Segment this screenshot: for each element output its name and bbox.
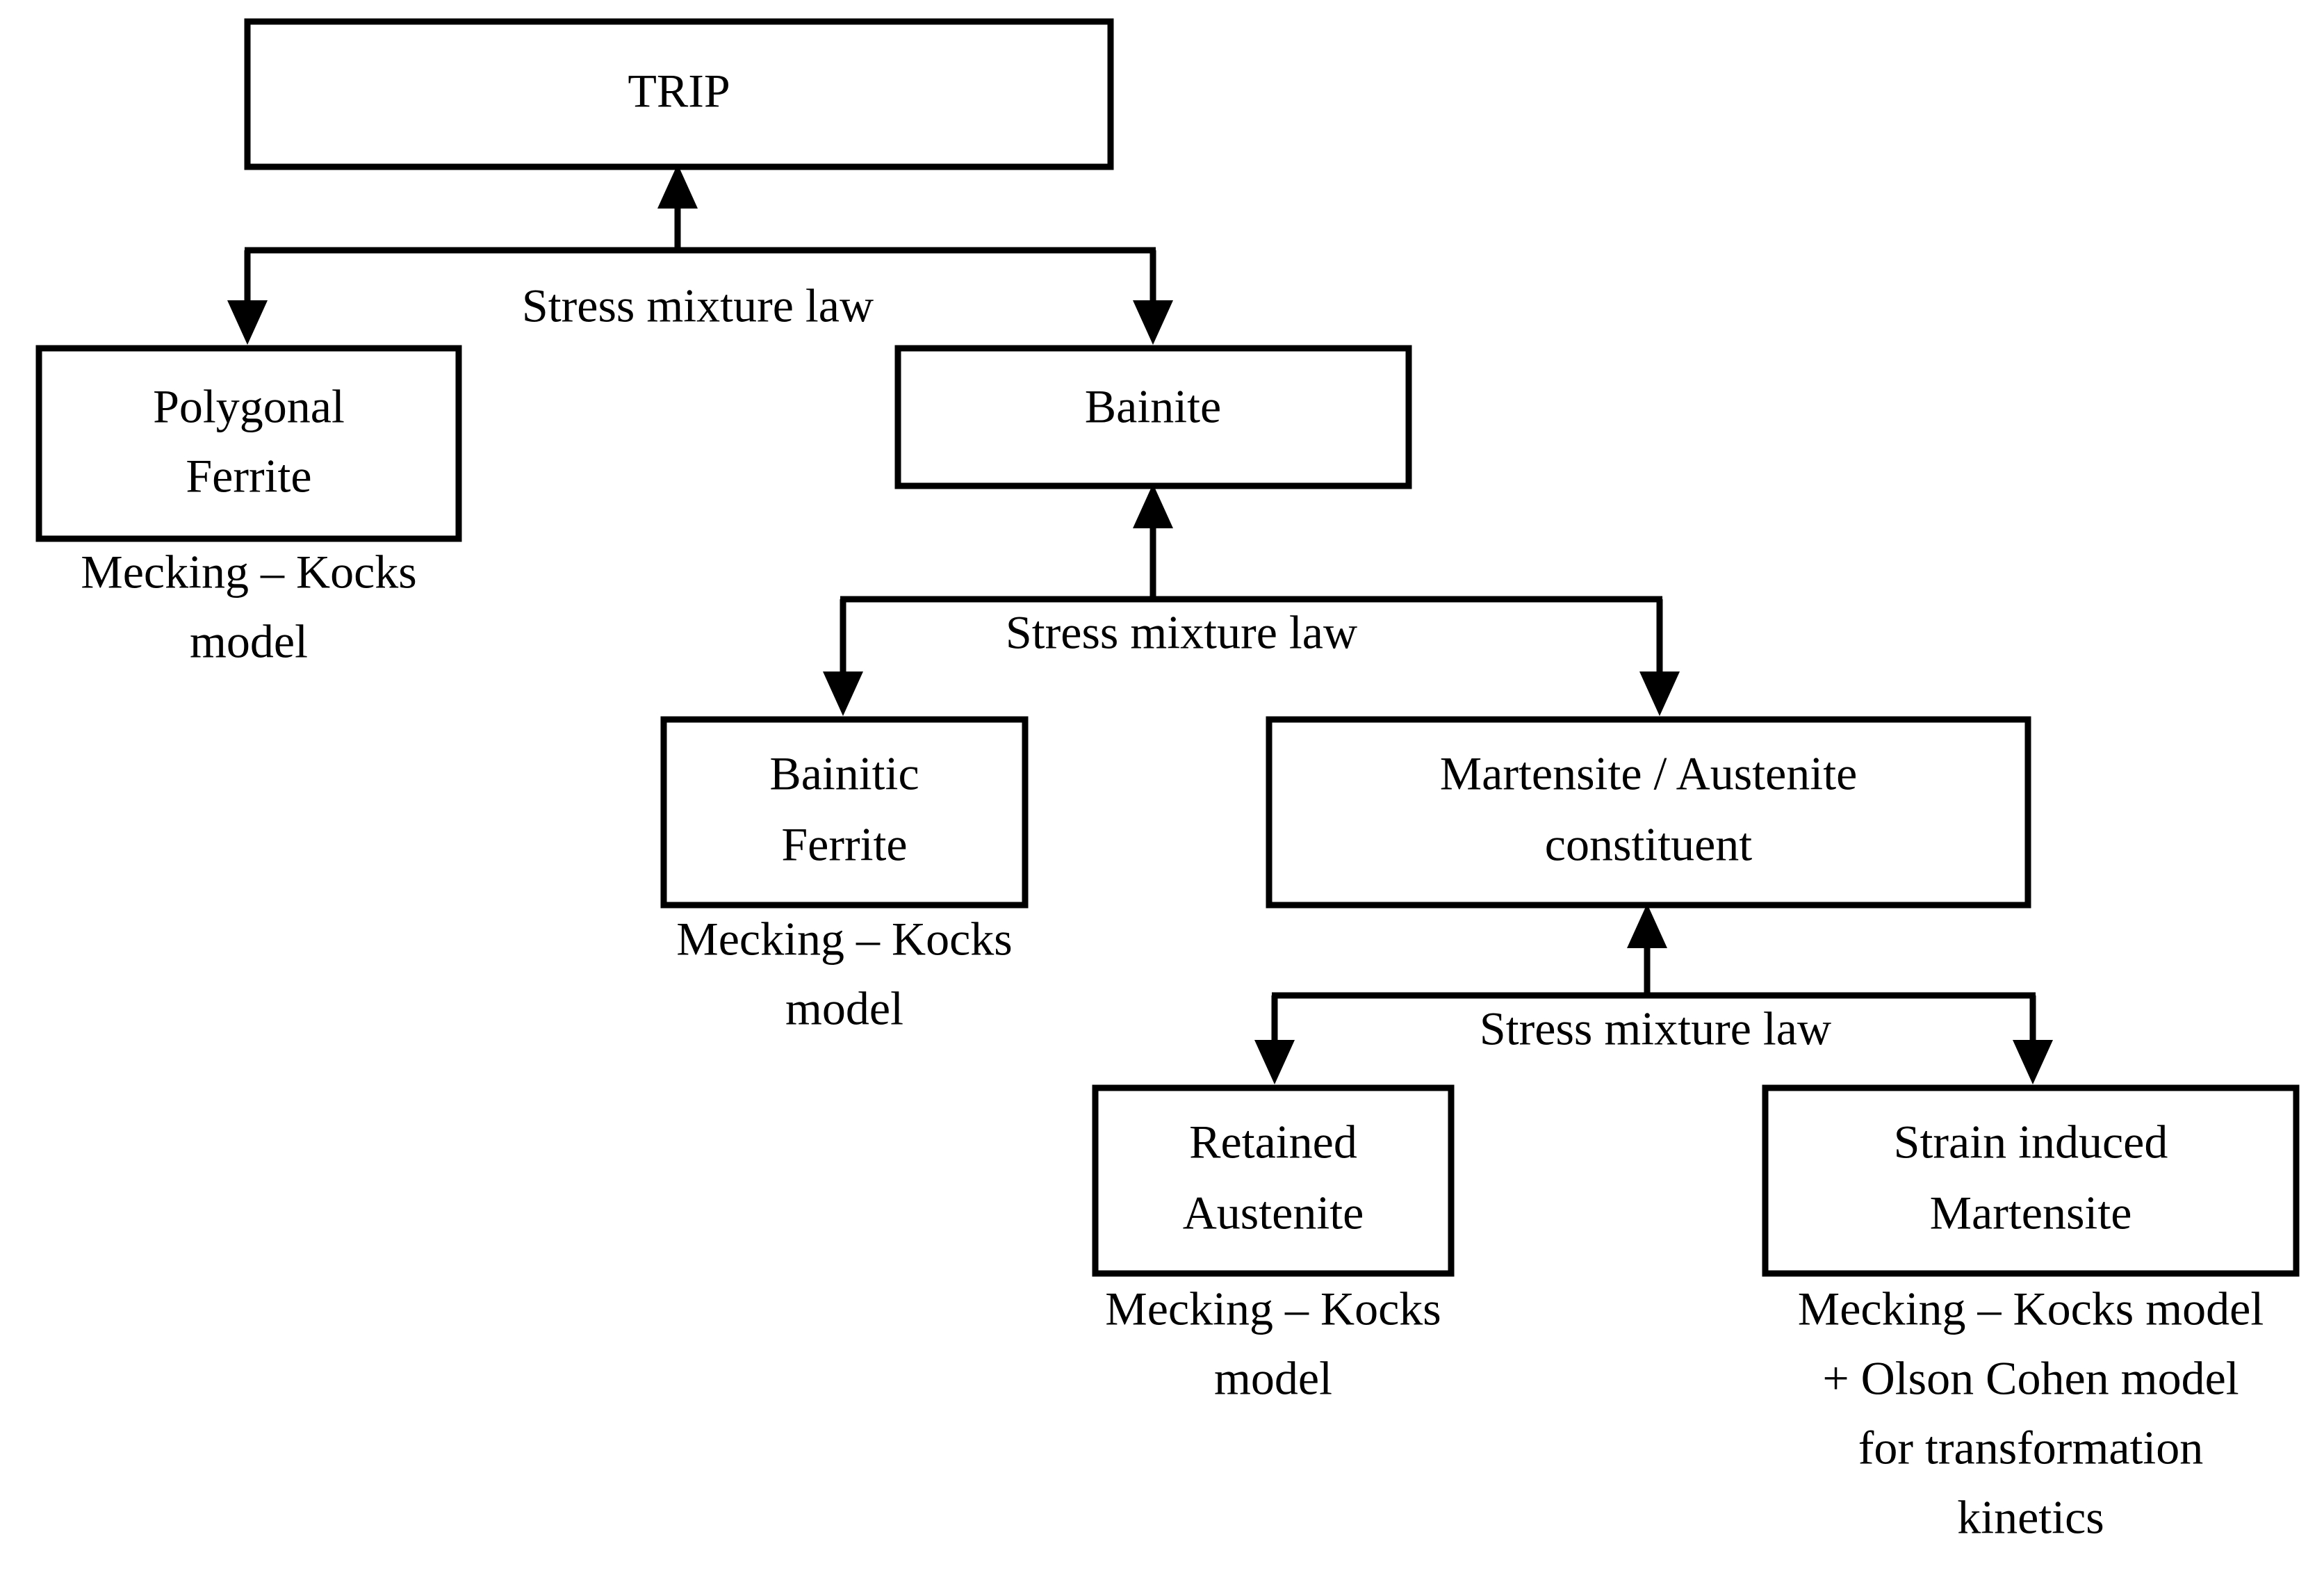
- edge-label-level-3: Stress mixture law: [1480, 1002, 1831, 1055]
- arrowhead-up-to-bainite: [1133, 484, 1173, 528]
- node-strain-induced-martensite-label-line-2: Martensite: [1930, 1187, 2132, 1239]
- note-retained-austenite-line-2: model: [1214, 1352, 1332, 1405]
- arrowhead-down-bainitic-ferrite: [823, 671, 863, 716]
- connector-group-level-1: [227, 164, 1173, 345]
- arrowhead-down-bainite: [1133, 300, 1173, 345]
- arrowhead-up-to-martensite-austenite: [1627, 904, 1667, 948]
- note-strain-induced-martensite-line-3: for transformation: [1858, 1422, 2204, 1474]
- node-bainitic-ferrite[interactable]: Bainitic Ferrite Mecking – Kocks model: [660, 716, 1029, 1035]
- node-strain-induced-martensite-label-line-1: Strain induced: [1894, 1116, 2168, 1169]
- note-strain-induced-martensite-line-2: + Olson Cohen model: [1822, 1352, 2239, 1405]
- note-retained-austenite-line-1: Mecking – Kocks: [1105, 1283, 1441, 1335]
- node-bainite-label: Bainite: [1085, 380, 1221, 433]
- connector-group-level-3: [1254, 904, 2053, 1084]
- note-bainitic-ferrite-line-2: model: [785, 982, 903, 1035]
- arrowhead-down-strain-induced-martensite: [2013, 1040, 2053, 1084]
- node-retained-austenite-box[interactable]: [1092, 1084, 1455, 1277]
- node-retained-austenite-label-line-1: Retained: [1189, 1116, 1357, 1169]
- node-retained-austenite-label-line-2: Austenite: [1183, 1187, 1364, 1239]
- node-martensite-austenite-constituent-box[interactable]: [1266, 716, 2031, 909]
- node-bainite[interactable]: Bainite: [894, 345, 1412, 489]
- arrowhead-down-retained-austenite: [1254, 1040, 1295, 1084]
- arrowhead-down-polygonal-ferrite: [227, 300, 268, 345]
- node-strain-induced-martensite-box[interactable]: [1762, 1084, 2300, 1277]
- node-bainitic-ferrite-label-line-1: Bainitic: [769, 747, 919, 800]
- arrowhead-down-martensite-austenite: [1639, 671, 1680, 716]
- node-martensite-austenite-label-line-1: Martensite / Austenite: [1440, 747, 1858, 800]
- note-polygonal-ferrite-line-2: model: [190, 615, 308, 668]
- node-bainitic-ferrite-label-line-2: Ferrite: [781, 818, 907, 871]
- node-bainitic-ferrite-box[interactable]: [660, 716, 1029, 909]
- node-trip-label: TRIP: [628, 65, 730, 117]
- connector-group-level-2: [823, 484, 1680, 716]
- node-polygonal-ferrite-label-line-2: Ferrite: [186, 450, 311, 503]
- node-martensite-austenite-label-line-2: constituent: [1545, 818, 1753, 871]
- note-polygonal-ferrite-line-1: Mecking – Kocks: [81, 546, 416, 599]
- node-martensite-austenite-constituent[interactable]: Martensite / Austenite constituent: [1266, 716, 2031, 909]
- arrowhead-up-to-trip: [657, 164, 698, 209]
- node-polygonal-ferrite-label-line-1: Polygonal: [153, 380, 345, 433]
- edge-label-level-1: Stress mixture law: [522, 279, 874, 332]
- node-strain-induced-martensite[interactable]: Strain induced Martensite Mecking – Kock…: [1762, 1084, 2300, 1544]
- node-trip[interactable]: TRIP: [244, 18, 1114, 170]
- edge-label-level-2: Stress mixture law: [1006, 606, 1357, 659]
- node-polygonal-ferrite-box[interactable]: [35, 345, 462, 542]
- node-bainite-box[interactable]: [894, 345, 1412, 489]
- note-strain-induced-martensite-line-1: Mecking – Kocks model: [1798, 1283, 2264, 1335]
- note-strain-induced-martensite-line-4: kinetics: [1957, 1491, 2104, 1544]
- node-polygonal-ferrite[interactable]: Polygonal Ferrite Mecking – Kocks model: [35, 345, 462, 668]
- note-bainitic-ferrite-line-1: Mecking – Kocks: [676, 913, 1012, 966]
- node-retained-austenite[interactable]: Retained Austenite Mecking – Kocks model: [1092, 1084, 1455, 1405]
- node-trip-box[interactable]: [244, 18, 1114, 170]
